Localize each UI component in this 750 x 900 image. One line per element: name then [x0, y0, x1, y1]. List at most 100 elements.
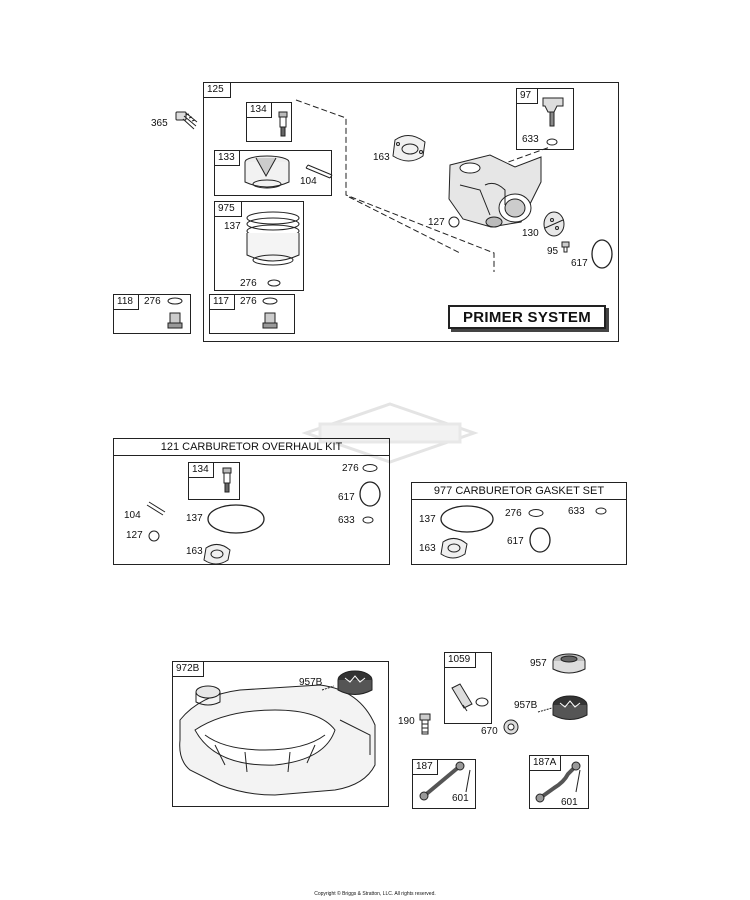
part-box-134-kit — [188, 462, 240, 500]
leader-line — [295, 99, 495, 272]
part-box-133 — [214, 150, 332, 196]
pin-104-icon — [146, 501, 166, 516]
callout-617: 617 — [571, 258, 588, 269]
fuel-cap-957b-icon — [321, 670, 373, 695]
callout-276: 276 — [342, 463, 359, 474]
callout-190: 190 — [398, 716, 415, 727]
callout-104: 104 — [300, 176, 317, 187]
carburetor-body-icon — [448, 154, 542, 228]
callout-130: 130 — [522, 228, 539, 239]
carburetor-overhaul-kit-box: 121 CARBURETOR OVERHAUL KIT — [113, 438, 390, 565]
box-label-972b: 972B — [172, 661, 204, 677]
carburetor-assembly-box — [203, 82, 619, 342]
fuel-line-187a-icon — [535, 761, 581, 803]
part-box-97 — [516, 88, 574, 150]
fuel-cap-957-icon — [552, 653, 586, 674]
primer-system-label: PRIMER SYSTEM — [448, 305, 606, 329]
gasket-163-icon — [392, 135, 426, 162]
screw-365-icon — [175, 111, 198, 130]
part-box-118 — [113, 294, 191, 334]
box-label-118: 118 — [113, 294, 139, 310]
callout-365: 365 — [151, 118, 168, 129]
callout-137: 137 — [419, 514, 436, 525]
pin-104-icon — [305, 164, 333, 179]
primer-bulb-134-icon — [222, 467, 232, 493]
callout-163: 163 — [419, 543, 436, 554]
gasket-163-icon — [440, 538, 468, 559]
fuel-line-187-icon — [419, 761, 471, 801]
float-133-icon — [244, 155, 290, 189]
part-box-117 — [209, 294, 295, 334]
callout-137: 137 — [224, 221, 241, 232]
callout-601: 601 — [561, 797, 578, 808]
callout-104: 104 — [124, 510, 141, 521]
callout-633: 633 — [338, 515, 355, 526]
box-label-134: 134 — [246, 102, 272, 118]
callout-137: 137 — [186, 513, 203, 524]
callout-633: 633 — [522, 134, 539, 145]
o-ring-617-icon — [359, 481, 381, 507]
fuel-tank-972b-icon — [179, 684, 376, 796]
screw-95-icon — [561, 241, 570, 253]
float-bowl-975-icon — [246, 211, 300, 287]
bolt-190-icon — [419, 713, 431, 735]
gasket-276-icon — [528, 509, 544, 517]
callout-957: 957 — [530, 658, 547, 669]
callout-163: 163 — [186, 546, 203, 557]
part-box-975 — [214, 201, 304, 291]
box-label-133: 133 — [214, 150, 240, 166]
callout-617: 617 — [338, 492, 355, 503]
callout-617: 617 — [507, 536, 524, 547]
o-ring-617-icon — [591, 239, 613, 269]
box-label-134-kit: 134 — [188, 462, 214, 478]
briggs-stratton-watermark — [301, 402, 479, 464]
callout-633: 633 — [568, 506, 585, 517]
gasket-set-title: 977 CARBURETOR GASKET SET — [412, 483, 626, 500]
bowl-gasket-137-icon — [440, 505, 494, 533]
gasket-163-icon — [203, 544, 231, 565]
part-box-187 — [412, 759, 476, 809]
bowl-gasket-137-icon — [207, 504, 265, 534]
callout-957b: 957B — [514, 700, 538, 711]
callout-127: 127 — [126, 530, 143, 541]
callout-163: 163 — [373, 152, 390, 163]
bushing-670-icon — [503, 719, 519, 735]
copyright-notice: Copyright © Briggs & Stratton, LLC. All … — [314, 891, 436, 897]
gasket-276-icon — [262, 297, 278, 305]
callout-276: 276 — [144, 296, 161, 307]
box-label-187: 187 — [412, 759, 438, 775]
gasket-276-icon — [362, 464, 378, 472]
callout-276: 276 — [240, 296, 257, 307]
box-label-97: 97 — [516, 88, 538, 104]
callout-276: 276 — [505, 508, 522, 519]
fuel-tank-box — [172, 661, 389, 807]
o-ring-127-icon — [148, 530, 160, 542]
o-ring-127-icon — [448, 216, 460, 228]
box-label-1059: 1059 — [444, 652, 476, 668]
box-label-975: 975 — [214, 201, 242, 217]
callout-127: 127 — [428, 217, 445, 228]
fitting-118-icon — [167, 312, 183, 329]
callout-276: 276 — [240, 278, 257, 289]
o-ring-617-icon — [529, 527, 551, 553]
choke-lever-97-icon — [542, 97, 564, 146]
callout-670: 670 — [481, 726, 498, 737]
callout-601: 601 — [452, 793, 469, 804]
carburetor-gasket-set-box: 977 CARBURETOR GASKET SET — [411, 482, 627, 565]
callout-95: 95 — [547, 246, 559, 257]
primer-bulb-134-icon — [278, 111, 288, 137]
gasket-276-icon — [167, 297, 183, 305]
box-label-125: 125 — [203, 82, 231, 98]
throttle-plate-130-icon — [543, 211, 565, 237]
leader-line — [348, 196, 461, 254]
overhaul-kit-title: 121 CARBURETOR OVERHAUL KIT — [114, 439, 389, 456]
box-label-117: 117 — [209, 294, 235, 310]
fuel-valve-1059-icon — [451, 683, 489, 712]
fitting-117-icon — [262, 312, 278, 329]
gasket-633-icon — [362, 516, 374, 524]
gasket-633-icon — [595, 507, 607, 515]
